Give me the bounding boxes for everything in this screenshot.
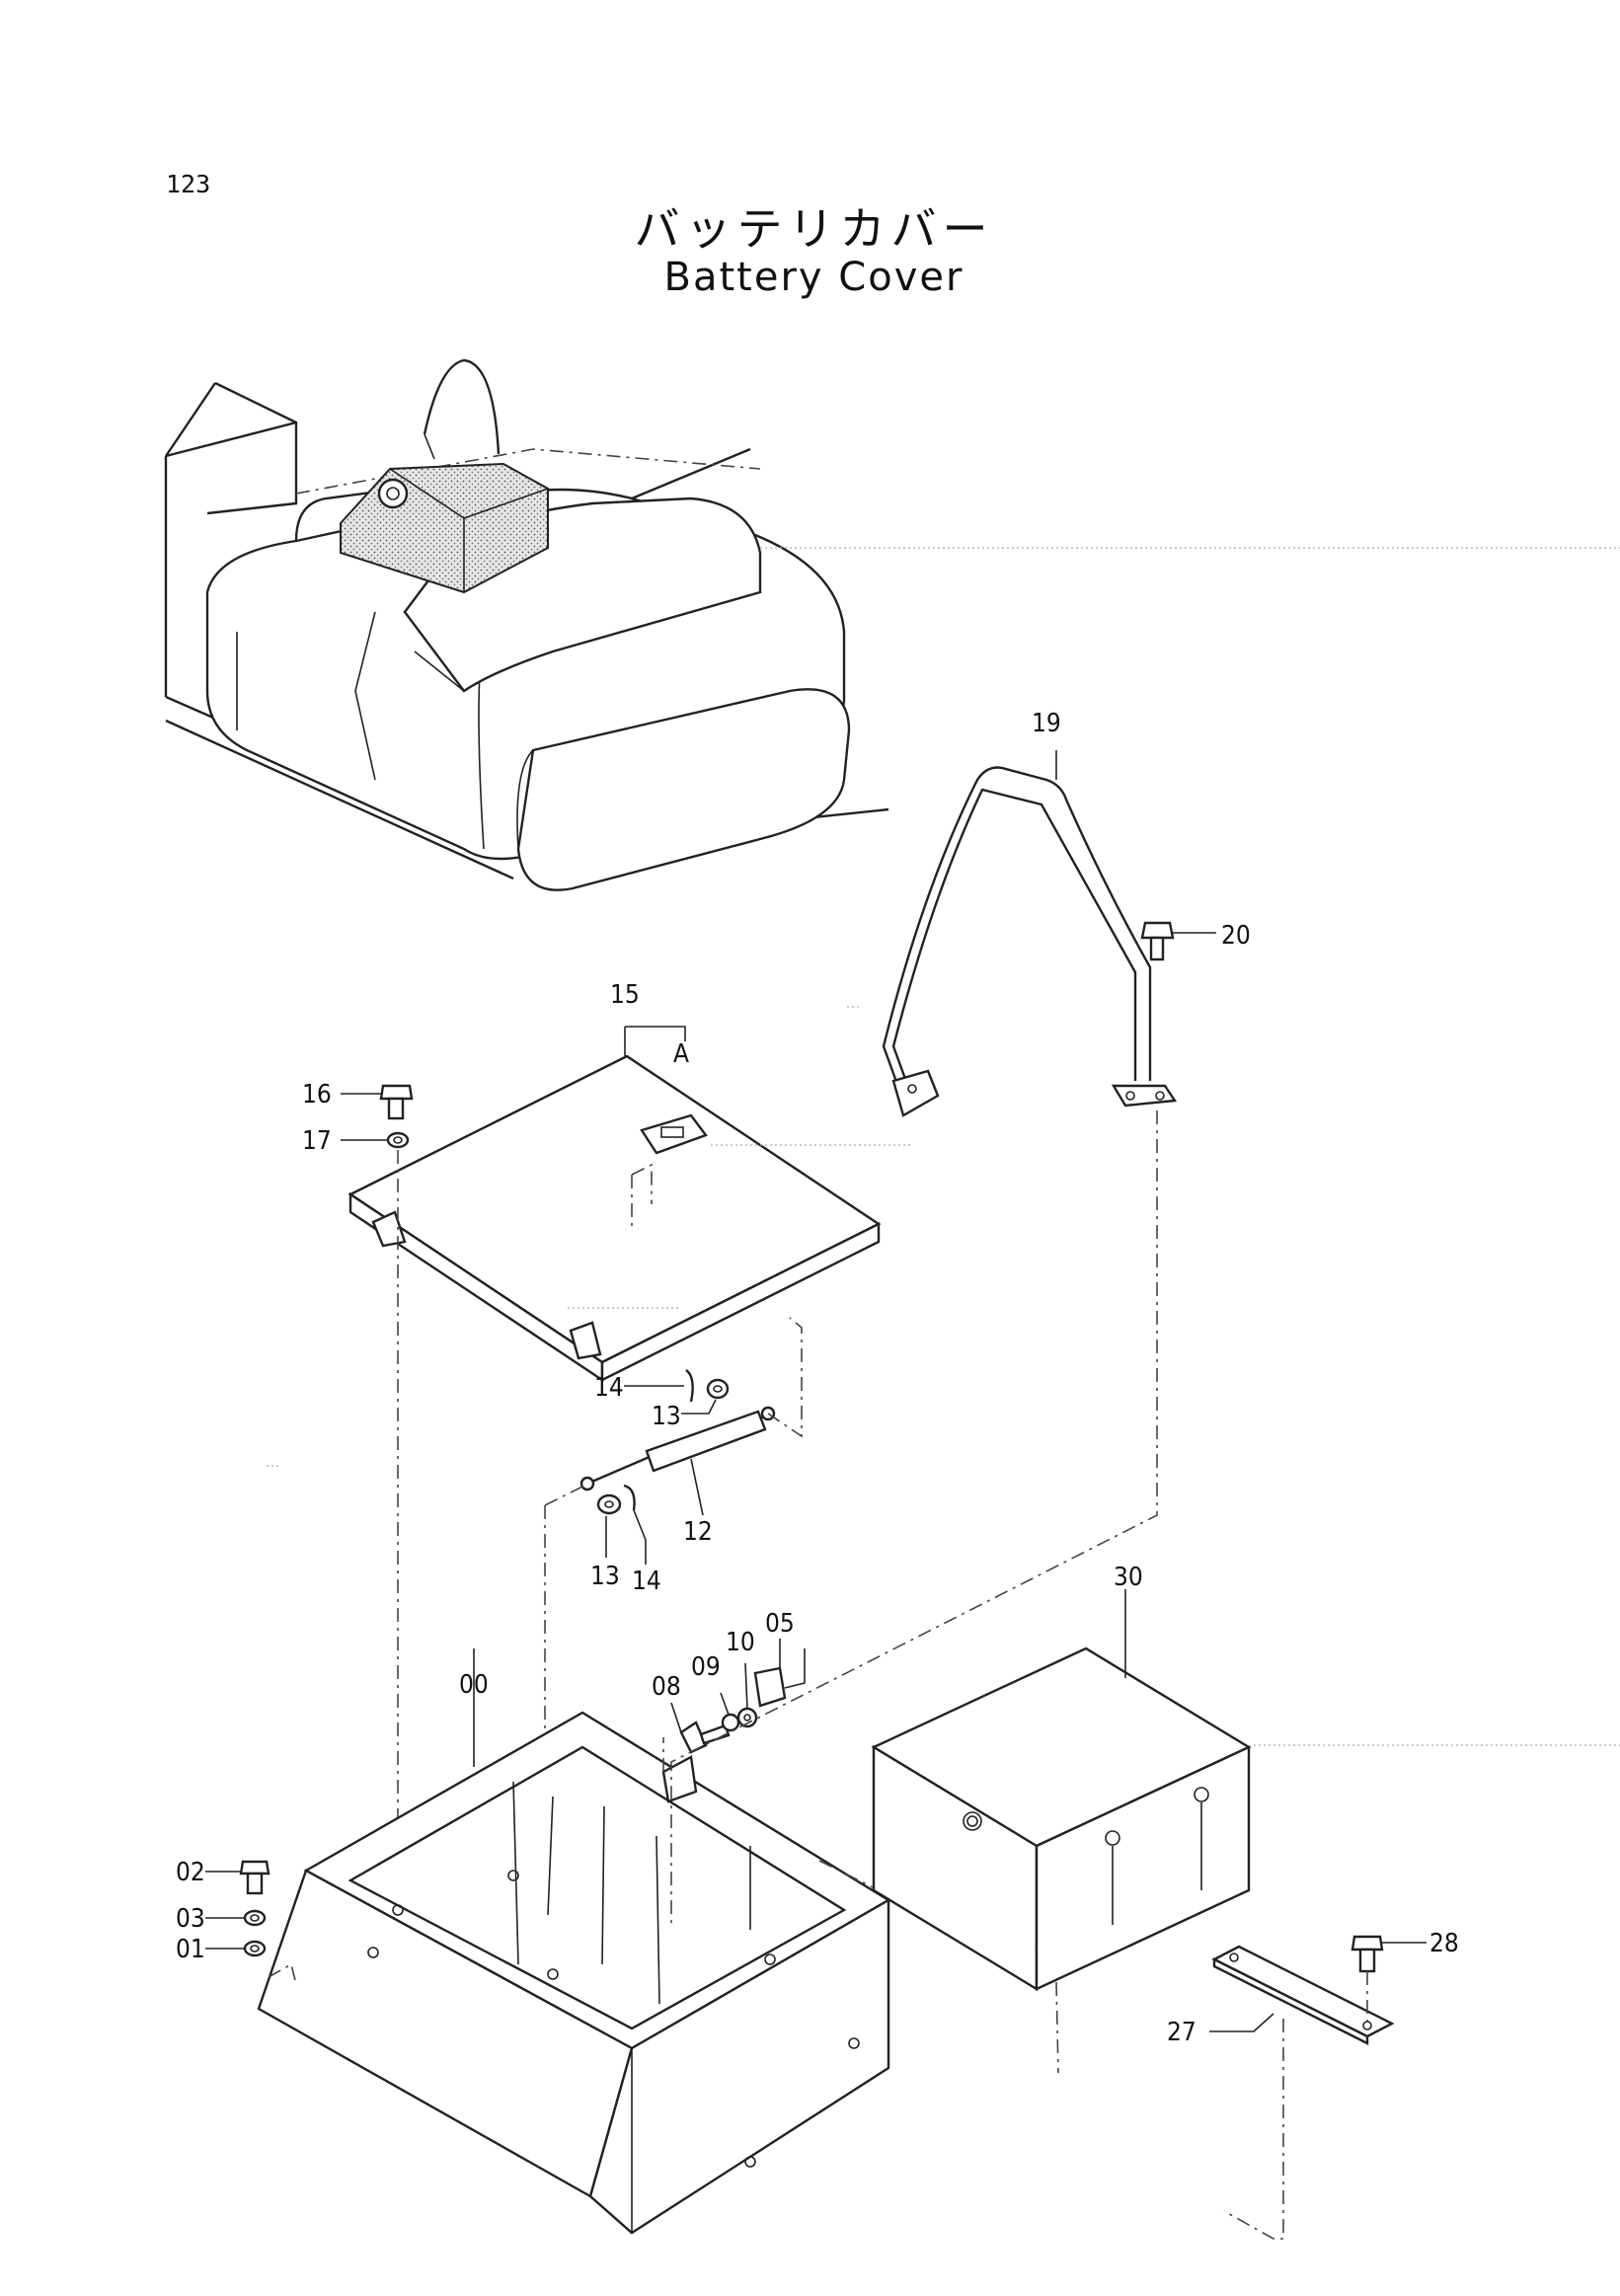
callout-16: 16 xyxy=(302,1080,332,1110)
machine-overview xyxy=(164,358,1620,891)
callout-00: 00 xyxy=(459,1670,489,1700)
callout-labels: 19 20 15 A 16 17 14 13 12 13 14 30 05 10… xyxy=(176,709,1459,2047)
callout-28: 28 xyxy=(1429,1929,1459,1958)
callout-15: 15 xyxy=(610,980,640,1010)
battery-30 xyxy=(871,1589,1620,1992)
title-english: Battery Cover xyxy=(663,255,964,300)
washer-13-lower xyxy=(596,1493,622,1558)
callout-01: 01 xyxy=(176,1935,205,1964)
callout-09: 09 xyxy=(691,1652,721,1682)
callout-13a: 13 xyxy=(652,1402,681,1431)
washer-09 xyxy=(720,1692,740,1732)
callout-03: 03 xyxy=(176,1904,205,1934)
callout-02: 02 xyxy=(176,1858,205,1887)
bolt-16 xyxy=(341,1084,414,1120)
hand-rail xyxy=(882,750,1178,1117)
callout-17: 17 xyxy=(302,1126,332,1156)
callout-14a: 14 xyxy=(594,1373,624,1403)
clip-14-upper xyxy=(624,1369,694,1403)
callout-A: A xyxy=(673,1039,689,1069)
bracket-05 xyxy=(753,1639,806,1708)
page-number: 123 xyxy=(166,170,211,198)
bolt-28 xyxy=(1350,1935,1427,2022)
title-japanese: バッテリカバー xyxy=(634,202,994,256)
washer-10 xyxy=(736,1662,758,1728)
bolt-02 xyxy=(205,1860,270,1895)
bolt-20 xyxy=(1140,921,1216,961)
washer-01 xyxy=(205,1940,267,1957)
callout-19: 19 xyxy=(1032,709,1061,738)
callout-14b: 14 xyxy=(632,1567,661,1596)
washer-17 xyxy=(341,1131,410,1149)
callout-10: 10 xyxy=(726,1628,755,1657)
callout-13b: 13 xyxy=(590,1562,620,1591)
battery-lid xyxy=(347,1026,913,1383)
clip-14-lower xyxy=(623,1484,647,1565)
callout-08: 08 xyxy=(652,1672,681,1702)
callout-12: 12 xyxy=(683,1517,713,1547)
callout-20: 20 xyxy=(1221,921,1251,951)
bolt-08 xyxy=(670,1702,731,1754)
callout-27: 27 xyxy=(1167,2018,1196,2047)
battery-box-base xyxy=(257,1648,891,2235)
washer-13-upper xyxy=(681,1378,730,1415)
plate-27 xyxy=(1209,1945,1395,2045)
callout-05: 05 xyxy=(765,1609,795,1639)
washer-03 xyxy=(205,1909,267,1927)
callout-30: 30 xyxy=(1114,1563,1143,1592)
